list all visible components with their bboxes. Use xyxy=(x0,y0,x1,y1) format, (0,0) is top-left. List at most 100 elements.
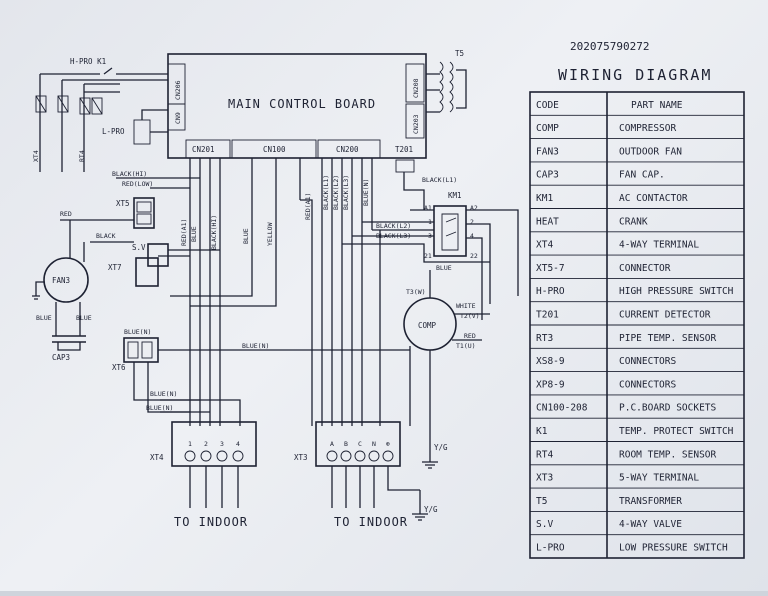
table-row-part-name: AC CONTACTOR xyxy=(619,193,688,204)
table-row-part-name: P.C.BOARD SOCKETS xyxy=(619,403,717,414)
wire-red-a1: RED(A1) xyxy=(180,219,188,246)
table-row-code: S.V xyxy=(536,519,553,530)
conn-cn208: CN208 xyxy=(412,78,420,98)
compressor: COMP T3(W) T2(V) T1(U) WHITE RED xyxy=(403,270,490,450)
to-indoor-right: TO INDOOR xyxy=(334,515,408,529)
cap3-capacitor: CAP3 xyxy=(52,335,86,362)
label-comp: COMP xyxy=(418,321,437,330)
table-row-code: CN100-208 xyxy=(536,403,588,414)
table-row-code: KM1 xyxy=(536,193,553,204)
wire-black-l1: BLACK(L1) xyxy=(322,175,330,210)
xt4-term-2: 2 xyxy=(204,440,208,448)
conn-cn100: CN100 xyxy=(263,145,286,154)
label-black-hi: BLACK(HI) xyxy=(112,170,147,178)
table-row-part-name: TEMP. PROTECT SWITCH xyxy=(619,426,734,437)
table-row-part-name: CURRENT DETECTOR xyxy=(619,310,711,321)
table-row-part-name: OUTDOOR FAN xyxy=(619,146,682,157)
xt3-term-n: N xyxy=(372,440,376,448)
table-row-code: XP8-9 xyxy=(536,379,565,390)
table-row-code: T5 xyxy=(536,496,547,507)
fan3-motor: FAN3 xyxy=(32,257,89,303)
label-t1: T1(U) xyxy=(456,342,476,350)
wire-blue-n-r: BLUE(N) xyxy=(362,179,370,206)
xt4-term-1: 1 xyxy=(188,440,192,448)
table-row-part-name: 4-WAY VALVE xyxy=(619,519,682,530)
table-row-part-name: CONNECTORS xyxy=(619,379,676,390)
diagram-title: WIRING DIAGRAM xyxy=(558,66,712,84)
table-row-code: COMP xyxy=(536,123,559,134)
label-rt4-mini: RT4 xyxy=(78,150,86,162)
conn-cn200: CN200 xyxy=(336,145,359,154)
km-pin-a1: A1 xyxy=(424,204,432,212)
label-cap3: CAP3 xyxy=(52,353,70,362)
label-xt4-mini: XT4 xyxy=(32,150,40,162)
label-blue-n-xt6: BLUE(N) xyxy=(124,328,151,336)
table-row-part-name: CONNECTORS xyxy=(619,356,676,367)
table-row-code: HEAT xyxy=(536,216,559,227)
wire-black-l3: BLACK(L3) xyxy=(342,175,350,210)
label-t5: T5 xyxy=(455,49,464,58)
label-red-low: RED(LOW) xyxy=(122,180,153,188)
label-xt6: XT6 xyxy=(112,363,126,372)
wire-yellow: YELLOW xyxy=(266,222,274,246)
table-row-code: XS8-9 xyxy=(536,356,565,367)
main-control-board: MAIN CONTROL BOARD CN206 CN9 CN208 CN203… xyxy=(167,53,427,159)
table-row-code: K1 xyxy=(536,426,548,437)
km-pin-21: 21 xyxy=(424,252,432,260)
label-blue-n-low2: BLUE(N) xyxy=(146,404,173,412)
label-fan3: FAN3 xyxy=(52,276,70,285)
label-red: RED xyxy=(60,210,72,218)
conn-cn206: CN206 xyxy=(174,80,182,100)
table-row-code: CAP3 xyxy=(536,170,559,181)
wire-blue-1: BLUE xyxy=(190,226,198,242)
label-blue-left: BLUE xyxy=(36,314,52,322)
xt3-term-b: B xyxy=(344,440,348,448)
km-pin-22: 22 xyxy=(470,252,478,260)
label-xt4: XT4 xyxy=(150,453,164,462)
table-row-part-name: CRANK xyxy=(619,216,648,227)
km-pin-a2: A2 xyxy=(470,204,478,212)
xt3-terminal-block: XT3 A B C N ⊕ xyxy=(294,421,420,508)
table-row-part-name: HIGH PRESSURE SWITCH xyxy=(619,286,734,297)
label-lpro: L-PRO xyxy=(102,127,125,136)
label-blue-n-mid: BLUE(N) xyxy=(242,342,269,350)
label-yg-2: Y/G xyxy=(424,505,438,514)
label-t3: T3(W) xyxy=(406,288,426,296)
label-hpro-k1: H-PRO K1 xyxy=(70,57,106,66)
table-row-code: FAN3 xyxy=(536,146,559,157)
label-xt7: XT7 xyxy=(108,263,122,272)
table-row-part-name: ROOM TEMP. SENSOR xyxy=(619,449,717,460)
km-pin-4: 4 xyxy=(470,232,474,240)
table-row-part-name: CONNECTOR xyxy=(619,263,671,274)
table-row-code: RT3 xyxy=(536,333,553,344)
table-row-code: RT4 xyxy=(536,449,553,460)
table-row-code: H-PRO xyxy=(536,286,565,297)
serial-number: 202075790272 xyxy=(570,40,649,53)
xt4-term-4: 4 xyxy=(236,440,240,448)
wire-black-hi: BLACK(HI) xyxy=(210,215,218,250)
label-black-l1-km: BLACK(L1) xyxy=(422,176,457,184)
conn-t201: T201 xyxy=(395,145,413,154)
label-yg-1: Y/G xyxy=(434,443,448,452)
label-blue-left2: BLUE xyxy=(76,314,92,322)
table-row-part-name: PIPE TEMP. SENSOR xyxy=(619,333,717,344)
wire-black-l2: BLACK(L2) xyxy=(332,175,340,210)
xt4-terminal-block: XT4 1 2 3 4 xyxy=(150,421,257,508)
label-km1: KM1 xyxy=(448,191,462,200)
table-header-part-name: PART NAME xyxy=(631,100,683,111)
table-row-part-name: LOW PRESSURE SWITCH xyxy=(619,543,728,554)
label-red-comp: RED xyxy=(464,332,476,340)
table-row-code: L-PRO xyxy=(536,543,565,554)
label-sv: S.V xyxy=(132,243,146,252)
cn201-wire-bundle: RED(A1) BLUE BLACK(HI) BLUE YELLOW xyxy=(170,158,301,426)
table-row-part-name: FAN CAP. xyxy=(619,170,665,181)
conn-cn201: CN201 xyxy=(192,145,215,154)
xt3-term-a: A xyxy=(330,440,334,448)
table-row-part-name: TRANSFORMER xyxy=(619,496,682,507)
conn-cn9: CN9 xyxy=(174,112,182,124)
table-header-code: CODE xyxy=(536,100,559,111)
to-indoor-left: TO INDOOR xyxy=(174,515,248,529)
